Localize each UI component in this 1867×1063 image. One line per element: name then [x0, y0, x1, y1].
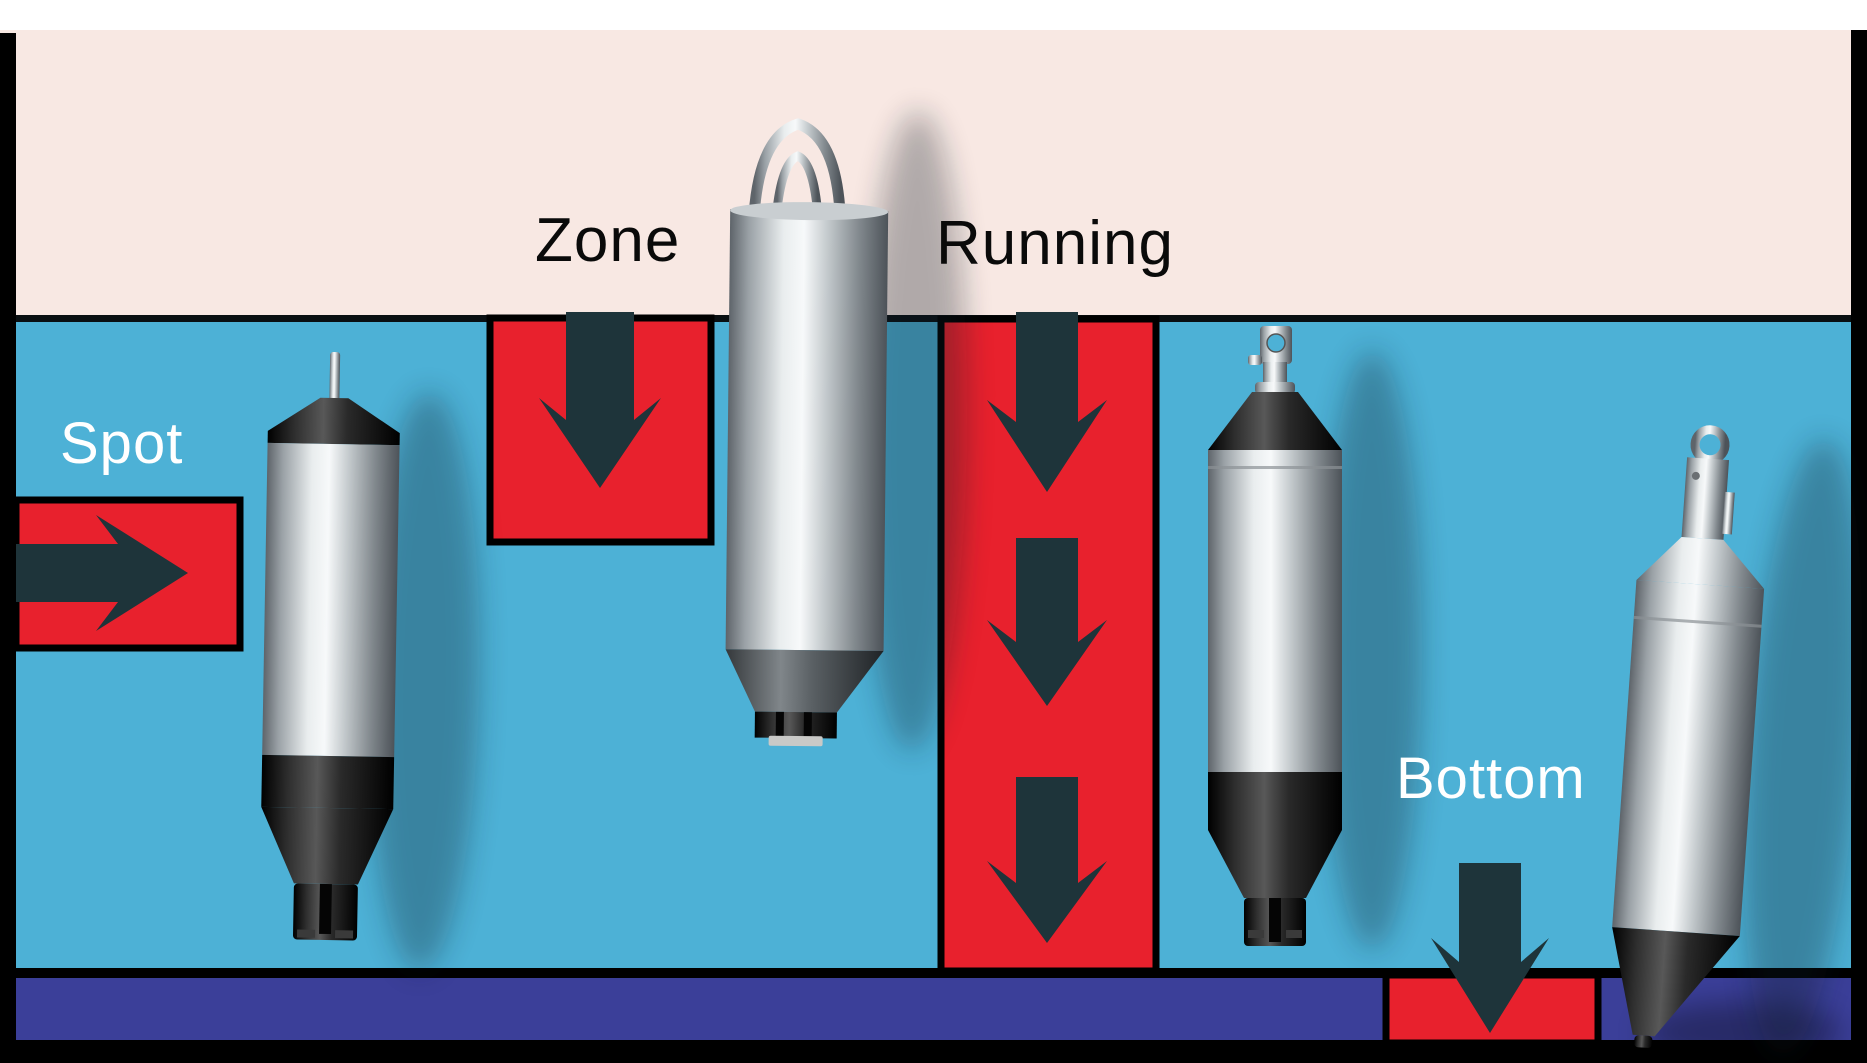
running-arrow-icon-2: [987, 538, 1107, 706]
running-sampler-photo: [1208, 326, 1422, 950]
bottom-label: Bottom: [1396, 746, 1586, 811]
zone-flow-box: [486, 312, 715, 546]
top-white-band: [0, 0, 1867, 30]
sampler-shadow: [862, 111, 967, 752]
bottom-sampler-photo: [1612, 425, 1863, 1058]
spot-sampler-photo: [261, 352, 480, 972]
sampler-shadow: [1322, 350, 1422, 950]
bottom-flow-box: [1382, 863, 1602, 1047]
bottom-arrow-icon: [1431, 863, 1549, 1033]
running-arrow-icon-3: [987, 777, 1107, 943]
sampler-shadow: [1744, 438, 1863, 1058]
spot-arrow-icon: [16, 515, 188, 631]
left-frame-bar: [0, 33, 16, 1063]
running-flow-column: [937, 312, 1160, 975]
seabed-top-line: [0, 968, 1867, 978]
zone-arrow-icon: [539, 312, 661, 488]
running-arrow-icon-1: [987, 312, 1107, 492]
running-label: Running: [936, 209, 1174, 278]
zone-label: Zone: [535, 206, 681, 275]
zone-sampler-photo: [725, 111, 967, 752]
spot-flow-box: [12, 496, 244, 652]
spot-label: Spot: [60, 411, 184, 476]
right-frame-bar: [1851, 30, 1867, 1063]
